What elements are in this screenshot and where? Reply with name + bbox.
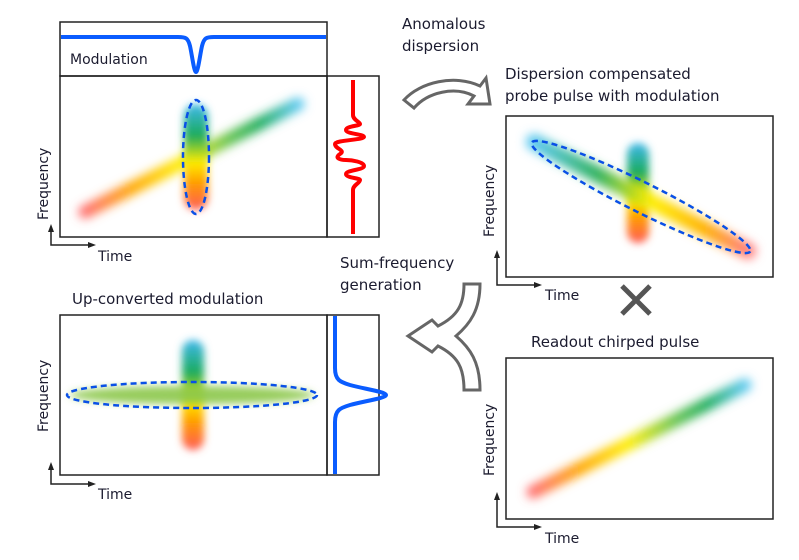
frequency-axis-label: Frequency [482, 165, 498, 237]
readout-box [505, 357, 774, 520]
sfg-label-line1: Sum-frequency [340, 254, 454, 272]
sfg-arrow-icon [405, 282, 482, 392]
frequency-axis-label: Frequency [482, 404, 498, 476]
dispersion-label-line1: Anomalous [402, 15, 486, 33]
dispersion-label-line2: dispersion [402, 37, 479, 55]
readout-chirp-trace [526, 378, 752, 499]
upconverted-title: Up-converted modulation [72, 290, 263, 308]
modulation-trace [61, 35, 326, 75]
upconverted-dashed-ellipse [65, 380, 319, 410]
readout-title: Readout chirped pulse [531, 333, 699, 351]
compensated-title-line1: Dispersion compensated [505, 65, 691, 83]
axes-arrow [494, 492, 542, 530]
waveform-box [326, 75, 380, 238]
upconverted-green-band [70, 386, 314, 404]
dispersion-arrow-icon [401, 74, 492, 111]
time-axis-label: Time [544, 531, 579, 547]
frequency-axis-label: Frequency [36, 148, 52, 220]
modulation-label: Modulation [70, 52, 148, 68]
modulation-dashed-ellipse [181, 98, 211, 216]
time-axis-label: Time [544, 288, 579, 304]
multiply-icon [620, 284, 652, 316]
input-panel: Modulation Time Frequency [36, 21, 380, 265]
sfg-label-line2: generation [340, 276, 422, 294]
red-waveform [332, 80, 367, 234]
frequency-axis-label: Frequency [36, 360, 52, 432]
time-axis-label: Time [97, 487, 132, 503]
upconverted-panel: Up-converted modulation Time Frequency [36, 290, 389, 503]
compensated-panel: Dispersion compensated probe pulse with … [482, 65, 774, 304]
compressed-pulse-trace [526, 134, 756, 259]
axes-arrow [48, 462, 96, 487]
compensated-box [505, 115, 774, 278]
modulation-band [184, 104, 208, 210]
blue-spectrum-trace [333, 316, 389, 474]
time-axis-label: Time [97, 249, 132, 265]
readout-panel: Readout chirped pulse Time Frequency [482, 333, 774, 547]
axes-arrow [48, 224, 96, 248]
compensated-title-line2: probe pulse with modulation [505, 87, 720, 105]
axes-arrow [494, 250, 542, 288]
spectrum-box [326, 314, 380, 476]
